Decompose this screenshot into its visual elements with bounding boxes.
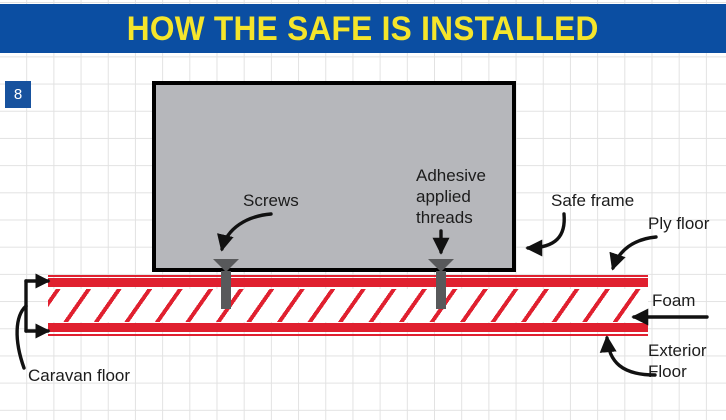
label-adhesive-line-1: Adhesive [416, 166, 486, 185]
screw-shaft-icon [436, 271, 446, 309]
label-adhesive-applied-threads: Adhesive applied threads [416, 165, 486, 228]
label-safe-frame: Safe frame [551, 191, 635, 210]
safe-body-rectangle [152, 81, 516, 272]
ply-floor-top-line [48, 275, 648, 277]
ply-floor-band [48, 278, 648, 287]
label-screws: Screws [243, 191, 299, 210]
screw-right [428, 259, 454, 311]
screw-head-icon [428, 259, 454, 272]
label-exterior-line-1: Exterior [648, 341, 707, 360]
caravan-floor-assembly [48, 275, 648, 337]
screw-left [213, 259, 239, 311]
label-exterior-floor: Exterior Floor [648, 340, 707, 382]
screw-shaft-icon [221, 271, 231, 309]
label-adhesive-line-3: threads [416, 208, 473, 227]
label-exterior-line-2: Floor [648, 362, 687, 381]
exterior-floor-bottom-line [48, 334, 648, 336]
exterior-floor-band [48, 323, 648, 332]
page-title: HOW THE SAFE IS INSTALLED [127, 9, 599, 48]
screw-head-icon [213, 259, 239, 272]
page-number-badge: 8 [5, 81, 31, 108]
title-banner: HOW THE SAFE IS INSTALLED [0, 4, 726, 53]
label-caravan-floor: Caravan floor [28, 366, 131, 385]
label-foam: Foam [652, 291, 696, 310]
label-ply-floor: Ply floor [648, 214, 710, 233]
foam-core-hatch [48, 289, 648, 322]
label-adhesive-line-2: applied [416, 187, 471, 206]
